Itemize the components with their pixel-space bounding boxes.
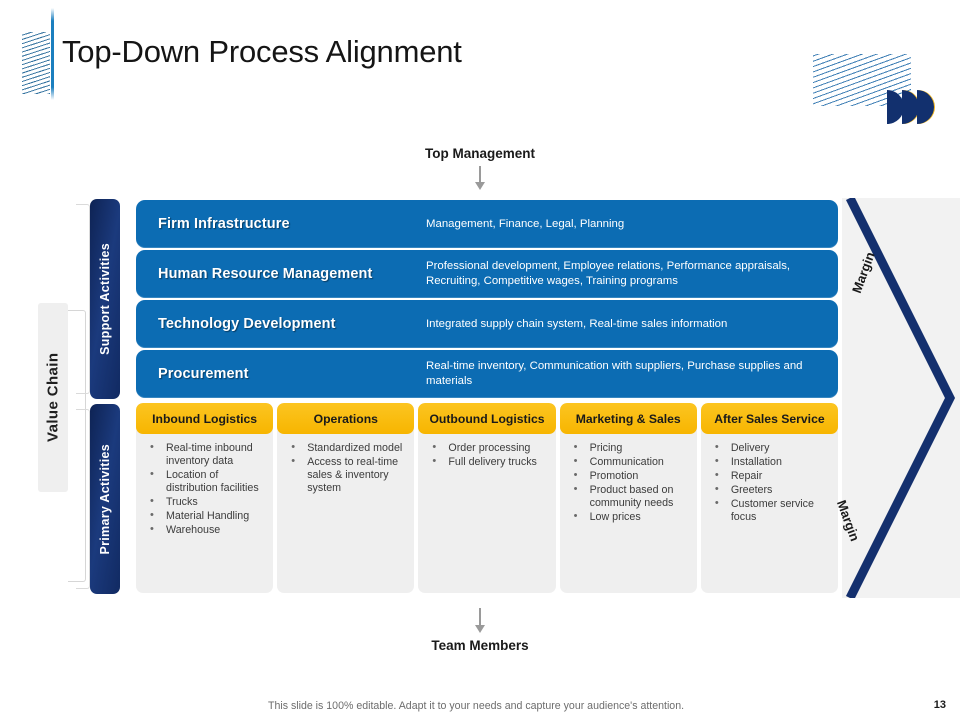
list-item: Repair [709, 469, 832, 483]
primary-column-body: Real-time inbound inventory data Locatio… [136, 434, 273, 544]
bullet-list: Order processing Full delivery trucks [426, 441, 549, 469]
margin-arrow: Margin Margin [834, 195, 960, 601]
header-corner-decoration [805, 54, 945, 128]
support-row-title: Technology Development [158, 316, 336, 332]
value-chain-backdrop [38, 303, 68, 492]
primary-column-title: Inbound Logistics [136, 403, 274, 434]
list-item: Installation [709, 455, 832, 469]
list-item: Location of distribution facilities [144, 468, 267, 495]
header-vertical-rule [51, 8, 54, 100]
support-row-description: Integrated supply chain system, Real-tim… [426, 317, 728, 330]
primary-column[interactable]: Marketing & Sales Pricing Communication … [559, 403, 697, 593]
margin-chevron-icon [842, 195, 960, 601]
primary-column-title: After Sales Service [700, 403, 839, 434]
primary-column[interactable]: After Sales Service Delivery Installatio… [700, 403, 839, 593]
support-row-description: Real-time inventory, Communication with … [426, 360, 803, 387]
list-item: Communication [568, 455, 691, 469]
list-item: Promotion [568, 469, 691, 483]
sidebar-support-activities[interactable]: Support Activities [90, 199, 120, 399]
list-item: Delivery [709, 441, 832, 455]
list-item: Standardized model [285, 441, 408, 455]
primary-column[interactable]: Inbound Logistics Real-time inbound inve… [136, 403, 274, 593]
primary-column[interactable]: Operations Standardized model Access to … [277, 403, 415, 593]
support-activities-group: Firm Infrastructure Management, Finance,… [136, 200, 838, 400]
list-item: Warehouse [144, 523, 267, 537]
bullet-list: Real-time inbound inventory data Locatio… [144, 441, 267, 537]
list-item: Low prices [568, 510, 691, 524]
primary-column-title: Marketing & Sales [559, 403, 697, 434]
support-row-title: Procurement [158, 366, 249, 382]
half-circle-navy-icon [887, 90, 904, 124]
bullet-list: Pricing Communication Promotion Product … [568, 441, 691, 524]
primary-activities-label: Primary Activities [98, 443, 112, 555]
bottom-arrow-line [479, 608, 481, 627]
list-item: Customer service focus [709, 497, 832, 524]
value-chain-bracket [68, 310, 86, 582]
list-item: Pricing [568, 441, 691, 455]
list-item: Trucks [144, 495, 267, 509]
support-activities-label: Support Activities [98, 243, 112, 355]
primary-column[interactable]: Outbound Logistics Order processing Full… [418, 403, 556, 593]
primary-column-body: Delivery Installation Repair Greeters Cu… [701, 434, 838, 531]
support-row-description: Professional development, Employee relat… [426, 260, 791, 287]
footer-note: This slide is 100% editable. Adapt it to… [268, 700, 685, 712]
top-arrow-head-icon [475, 182, 485, 190]
list-item: Real-time inbound inventory data [144, 441, 267, 468]
support-row[interactable]: Procurement Real-time inventory, Communi… [136, 350, 838, 398]
support-row-title: Human Resource Management [158, 266, 373, 282]
list-item: Order processing [426, 441, 549, 455]
page-number: 13 [933, 699, 946, 711]
support-row[interactable]: Human Resource Management Professional d… [136, 250, 838, 298]
team-members-label: Team Members [431, 638, 529, 653]
list-item: Full delivery trucks [426, 455, 549, 469]
primary-column-title: Operations [277, 403, 415, 434]
bullet-list: Standardized model Access to real-time s… [285, 441, 408, 495]
primary-activities-group: Inbound Logistics Real-time inbound inve… [136, 403, 839, 593]
support-row[interactable]: Technology Development Integrated supply… [136, 300, 838, 348]
support-row[interactable]: Firm Infrastructure Management, Finance,… [136, 200, 838, 248]
support-activities-bracket [76, 204, 90, 394]
list-item: Access to real-time sales & inventory sy… [285, 455, 408, 495]
header-hatch-decoration [22, 32, 50, 94]
half-circle-navy-icon [902, 90, 919, 124]
primary-column-body: Order processing Full delivery trucks [418, 434, 555, 476]
half-circle-navy-icon [917, 90, 934, 124]
list-item: Greeters [709, 483, 832, 497]
primary-column-title: Outbound Logistics [418, 403, 556, 434]
support-row-title: Firm Infrastructure [158, 216, 290, 232]
top-arrow-line [479, 166, 481, 184]
bottom-arrow-head-icon [475, 625, 485, 633]
page-title: Top-Down Process Alignment [62, 34, 462, 69]
value-chain-label: Value Chain [44, 352, 62, 443]
bullet-list: Delivery Installation Repair Greeters Cu… [709, 441, 832, 524]
support-row-description: Management, Finance, Legal, Planning [426, 217, 625, 230]
top-management-label: Top Management [424, 146, 535, 161]
primary-activities-bracket [76, 409, 90, 589]
sidebar-primary-activities[interactable]: Primary Activities [90, 404, 120, 594]
list-item: Product based on community needs [568, 483, 691, 510]
primary-column-body: Standardized model Access to real-time s… [277, 434, 414, 502]
list-item: Material Handling [144, 509, 267, 523]
primary-column-body: Pricing Communication Promotion Product … [560, 434, 697, 531]
